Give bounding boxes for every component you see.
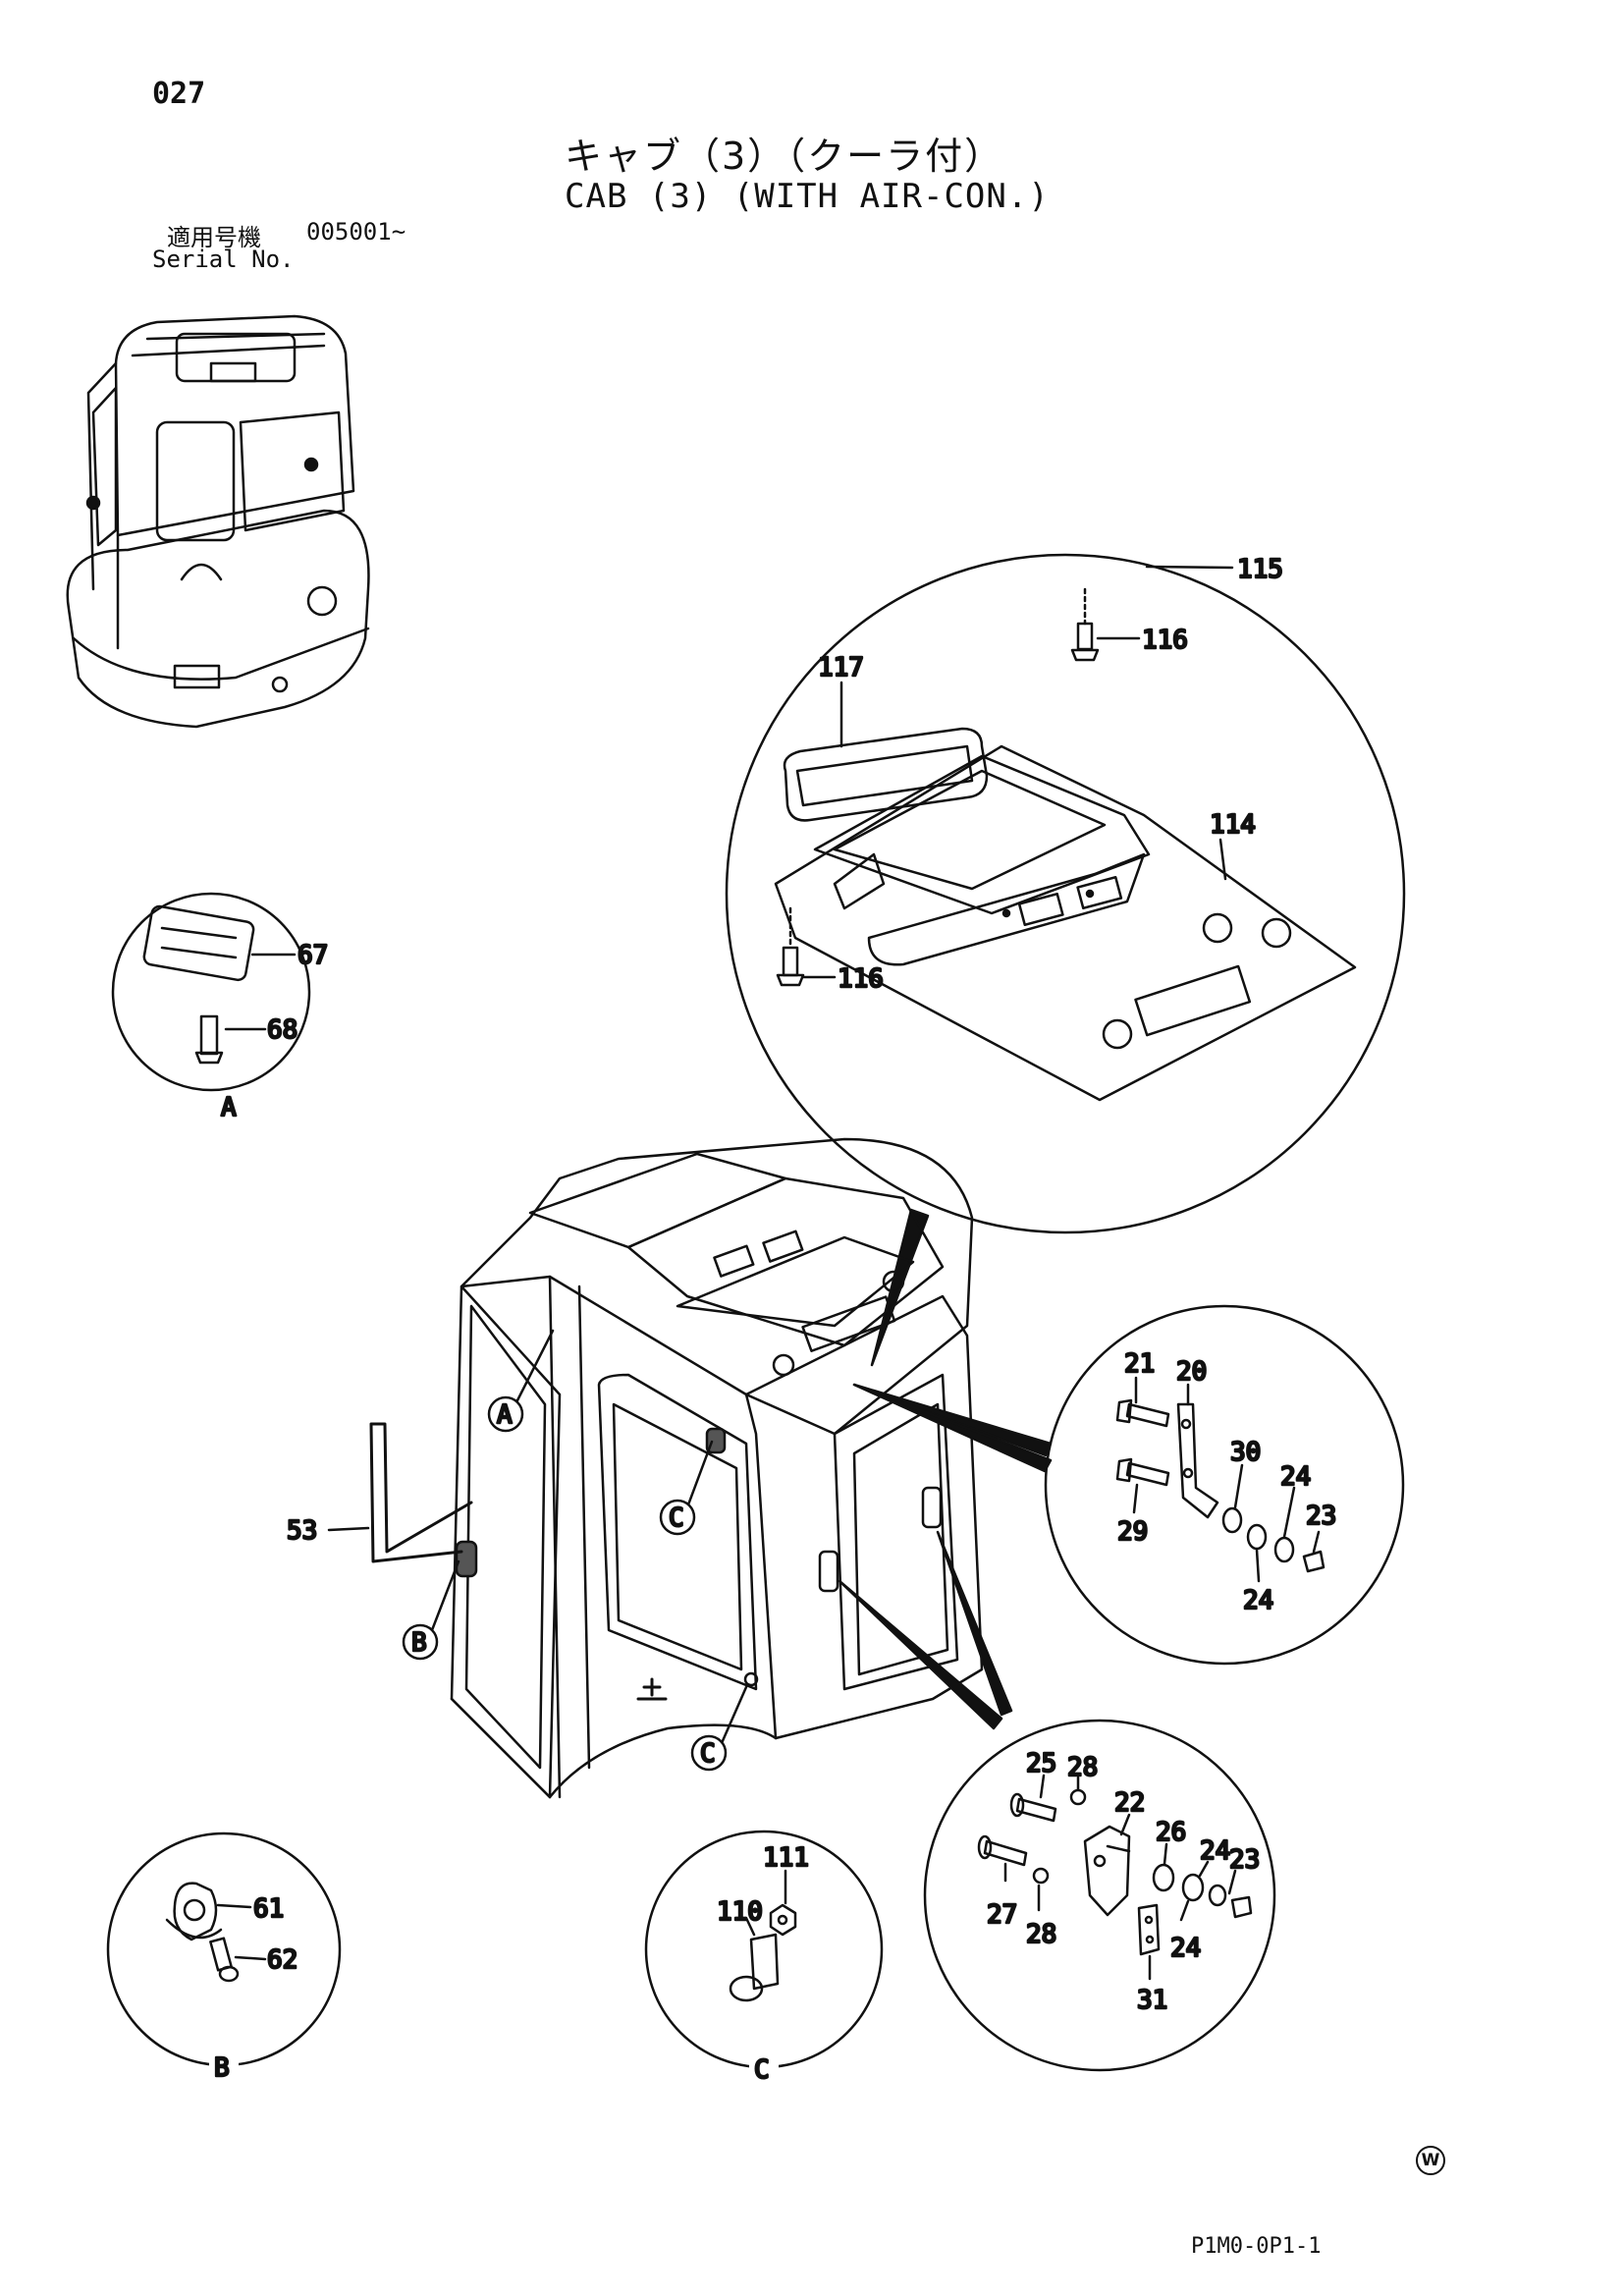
- roof-top-cover-115: [867, 852, 1146, 966]
- callout-67: 67: [298, 941, 328, 970]
- detail-hinge: 25 28 22 26 24 23 27 28 24 31: [923, 1719, 1276, 2072]
- callout-110: 110: [717, 1897, 763, 1927]
- page-title-japanese: キャブ（3）（クーラ付）: [565, 135, 1004, 178]
- bolt-110: [749, 1933, 780, 1991]
- cab-overview-illustration: [66, 314, 370, 729]
- watermark-mark: W: [1416, 2146, 1445, 2175]
- callout-24-hinge-upper: 24: [1200, 1836, 1230, 1866]
- callout-29: 29: [1117, 1517, 1148, 1547]
- nut-111: [769, 1903, 797, 1937]
- callout-68: 68: [267, 1015, 298, 1045]
- cab-detail-markers: A B C C: [402, 1329, 748, 1772]
- serial-number-value: 005001~: [306, 218, 406, 246]
- callout-28-lower: 28: [1026, 1920, 1056, 1949]
- callout-116-lower: 116: [838, 964, 884, 994]
- callout-21: 21: [1124, 1349, 1155, 1379]
- callout-24-lower: 24: [1243, 1586, 1273, 1615]
- callout-116-upper: 116: [1142, 626, 1188, 655]
- callout-30: 30: [1230, 1438, 1261, 1467]
- callout-28-upper: 28: [1067, 1753, 1098, 1782]
- serial-label-japanese: 適用号機: [167, 224, 261, 251]
- callout-22: 22: [1114, 1788, 1145, 1818]
- callout-53: 53: [287, 1516, 317, 1546]
- detail-c-label: C: [754, 2055, 770, 2085]
- callout-61: 61: [253, 1894, 284, 1924]
- cab-frame-main: 53: [286, 1137, 984, 1799]
- marker-c-lower: C: [700, 1739, 716, 1769]
- detail-bracket: 21 20 30 24 23 29 24: [1044, 1304, 1405, 1666]
- detail-a-label: A: [221, 1093, 237, 1122]
- serial-label-english: Serial No.: [152, 246, 295, 273]
- callout-62: 62: [267, 1945, 298, 1975]
- marker-c-upper: C: [669, 1503, 684, 1533]
- detail-b-label: B: [214, 2053, 230, 2083]
- callout-31: 31: [1137, 1986, 1167, 2015]
- callout-20: 20: [1176, 1357, 1207, 1387]
- callout-111: 111: [763, 1843, 809, 1873]
- roof-panel-114: [774, 744, 1357, 1102]
- catch-61: [173, 1882, 218, 1941]
- callout-24-upper: 24: [1280, 1462, 1311, 1492]
- detail-a: 67 68 A: [111, 892, 330, 1123]
- callout-114: 114: [1210, 810, 1256, 840]
- detail-c: 111 110 C: [644, 1830, 884, 2086]
- callout-26: 26: [1156, 1818, 1186, 1847]
- callout-25: 25: [1026, 1749, 1056, 1778]
- callout-23-lower: 23: [1229, 1845, 1260, 1875]
- marker-b: B: [411, 1628, 427, 1658]
- callout-27: 27: [987, 1900, 1017, 1930]
- drawing-code: P1M0-0P1-1: [1191, 2234, 1322, 2259]
- callout-23-upper: 23: [1306, 1502, 1336, 1531]
- detail-b: 61 62 B: [106, 1831, 342, 2084]
- page-title-english: CAB (3) (WITH AIR-CON.): [565, 177, 1050, 216]
- detail-a-circle: [111, 892, 311, 1092]
- room-lamp-shape: [142, 904, 255, 982]
- roof-detail-circle: [725, 553, 1406, 1234]
- callout-117: 117: [818, 653, 864, 683]
- marker-a: A: [497, 1400, 513, 1430]
- callout-115: 115: [1237, 555, 1283, 584]
- callout-24-hinge-lower: 24: [1170, 1934, 1201, 1963]
- page-number: 027: [152, 77, 206, 111]
